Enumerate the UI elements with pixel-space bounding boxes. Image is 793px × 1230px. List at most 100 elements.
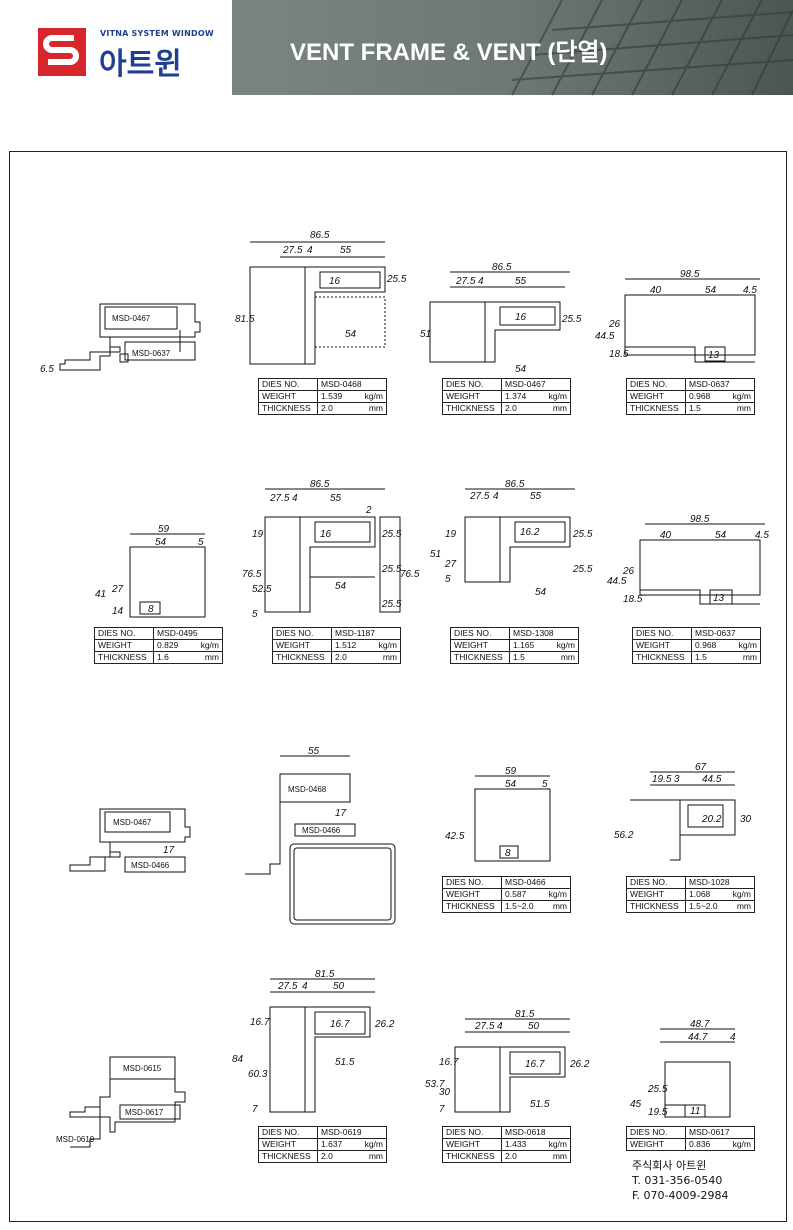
company-logo: VITNA SYSTEM WINDOW 아트윈 xyxy=(8,0,232,95)
dim-small: 2 xyxy=(365,505,372,516)
assembly-drawing-3: 55 MSD-0468 MSD-0466 17 xyxy=(240,744,405,929)
dim-right-top: 25.5 xyxy=(381,529,402,540)
dim-overall-width: 81.5 xyxy=(515,1009,535,1020)
spec-value: 1.637 xyxy=(321,1139,343,1149)
spec-label: WEIGHT xyxy=(626,390,686,403)
dim-lower: 14 xyxy=(112,606,124,617)
dim-foot: 7 xyxy=(439,1104,445,1115)
spec-label: WEIGHT xyxy=(442,390,502,403)
dim-right: 55 xyxy=(340,245,352,256)
spec-value: 0.968 xyxy=(695,640,717,650)
spec-label: WEIGHT xyxy=(626,888,686,901)
spec-label: DIES NO. xyxy=(626,1126,686,1139)
logo-subtitle: VITNA SYSTEM WINDOW xyxy=(100,29,214,38)
spec-label: THICKNESS xyxy=(442,402,502,415)
assembly-3-dim: 17 xyxy=(335,808,347,819)
dim-lip: 5 xyxy=(542,779,548,790)
dim-upper: 26 xyxy=(608,319,621,330)
dim-height: 41 xyxy=(95,589,106,600)
dim-overall-width: 59 xyxy=(505,766,517,777)
dim-height: 51 xyxy=(420,329,431,340)
spec-unit: mm xyxy=(560,652,575,662)
profile-drawing-msd-0617: 48.7 44.7 4 45 25.5 19.5 11 xyxy=(610,1017,760,1122)
dim-right: 55 xyxy=(330,493,342,504)
spec-value: MSD-0617 xyxy=(685,1126,755,1139)
spec-unit: kg/m xyxy=(364,1139,383,1149)
spec-label: THICKNESS xyxy=(442,1150,502,1163)
dim-slot: 16 xyxy=(329,276,341,287)
spec-label: DIES NO. xyxy=(442,378,502,391)
dim-height: 42.5 xyxy=(445,831,465,842)
spec-unit: kg/m xyxy=(378,640,397,650)
dim-right: 55 xyxy=(515,276,527,287)
spec-unit: mm xyxy=(368,403,383,413)
assembly-4-side-label: MSD-0619 xyxy=(56,1135,95,1144)
dim-lower: 19.5 xyxy=(648,1107,668,1118)
spec-value: 1.374 xyxy=(505,391,527,401)
dim-height-top: 25.5 xyxy=(561,314,582,325)
dim-slot: 16.2 xyxy=(520,527,540,538)
spec-label: WEIGHT xyxy=(258,1138,318,1151)
spec-unit: kg/m xyxy=(548,391,567,401)
dim-lower: 51.5 xyxy=(335,1057,355,1068)
spec-value: MSD-0466 xyxy=(501,876,571,889)
spec-unit: mm xyxy=(382,652,397,662)
spec-label: DIES NO. xyxy=(632,627,692,640)
dim-right-height: 76.5 xyxy=(400,569,420,580)
spec-value: MSD-0637 xyxy=(691,627,761,640)
spec-value: 1.5 xyxy=(513,652,525,662)
dim-right: 55 xyxy=(530,491,542,502)
spec-label: THICKNESS xyxy=(258,1150,318,1163)
assembly-4-top-label: MSD-0615 xyxy=(123,1064,162,1073)
spec-label: WEIGHT xyxy=(272,639,332,652)
contact-info: 주식회사 아트윈 T. 031-356-0540 F. 070-4009-298… xyxy=(632,1158,728,1203)
dim-lip: 4 xyxy=(730,1032,736,1043)
dim-height-top: 25.5 xyxy=(386,274,407,285)
spec-value: MSD-0618 xyxy=(501,1126,571,1139)
spec-value: MSD-1187 xyxy=(331,627,401,640)
header-banner: VENT FRAME & VENT (단열) xyxy=(232,0,793,96)
page-title: VENT FRAME & VENT (단열) xyxy=(290,39,608,66)
spec-value: MSD-1028 xyxy=(685,876,755,889)
spec-label: DIES NO. xyxy=(442,1126,502,1139)
spec-unit: mm xyxy=(742,652,757,662)
spec-unit: mm xyxy=(736,901,751,911)
spec-label: WEIGHT xyxy=(442,1138,502,1151)
spec-value: 0.587 xyxy=(505,889,527,899)
logo-wordmark: 아트윈 xyxy=(99,47,182,82)
spec-label: DIES NO. xyxy=(626,876,686,889)
spec-unit: mm xyxy=(552,1151,567,1161)
catalog-panel: MSD-0467 MSD-0637 6.5 86.5 27.5 4 55 25.… xyxy=(9,151,787,1222)
spec-value: 1.068 xyxy=(689,889,711,899)
profile-drawing-msd-0618: 81.5 27.5 4 50 16.7 16.7 26.2 53.7 30 7 … xyxy=(425,1007,595,1122)
spec-value: 1.5~2.0 xyxy=(689,901,718,911)
dim-overall-width: 86.5 xyxy=(310,479,330,490)
dim-left: 40 xyxy=(650,285,662,296)
spec-label: WEIGHT xyxy=(442,888,502,901)
profile-drawing-msd-0637-b: 98.5 40 54 4.5 44.5 26 18.5 13 xyxy=(605,512,775,612)
company-name: 주식회사 아트윈 xyxy=(632,1159,707,1172)
dim-mid: 30 xyxy=(439,1087,451,1098)
spec-label: THICKNESS xyxy=(442,900,502,913)
dim-height: 45 xyxy=(630,1099,642,1110)
dim-mid: 54 xyxy=(715,530,727,541)
dim-top: 16.7 xyxy=(250,1017,270,1028)
dim-foot: 7 xyxy=(252,1104,258,1115)
spec-label: WEIGHT xyxy=(94,639,154,652)
spec-label: DIES NO. xyxy=(450,627,510,640)
dim-left: 40 xyxy=(660,530,672,541)
dim-right: 50 xyxy=(528,1021,540,1032)
assembly-2-dim: 17 xyxy=(163,845,175,856)
profile-drawing-msd-0467: 86.5 27.5 4 55 25.5 16 51 54 xyxy=(420,262,590,377)
dim-overall-width: 81.5 xyxy=(315,969,335,980)
spec-label: THICKNESS xyxy=(272,651,332,664)
assembly-3-bottom-label: MSD-0466 xyxy=(302,826,341,835)
spec-label: THICKNESS xyxy=(626,402,686,415)
spec-label: THICKNESS xyxy=(626,900,686,913)
spec-value: MSD-0467 xyxy=(501,378,571,391)
dim-height: 56.2 xyxy=(614,830,634,841)
dim-slot: 8 xyxy=(148,604,154,615)
